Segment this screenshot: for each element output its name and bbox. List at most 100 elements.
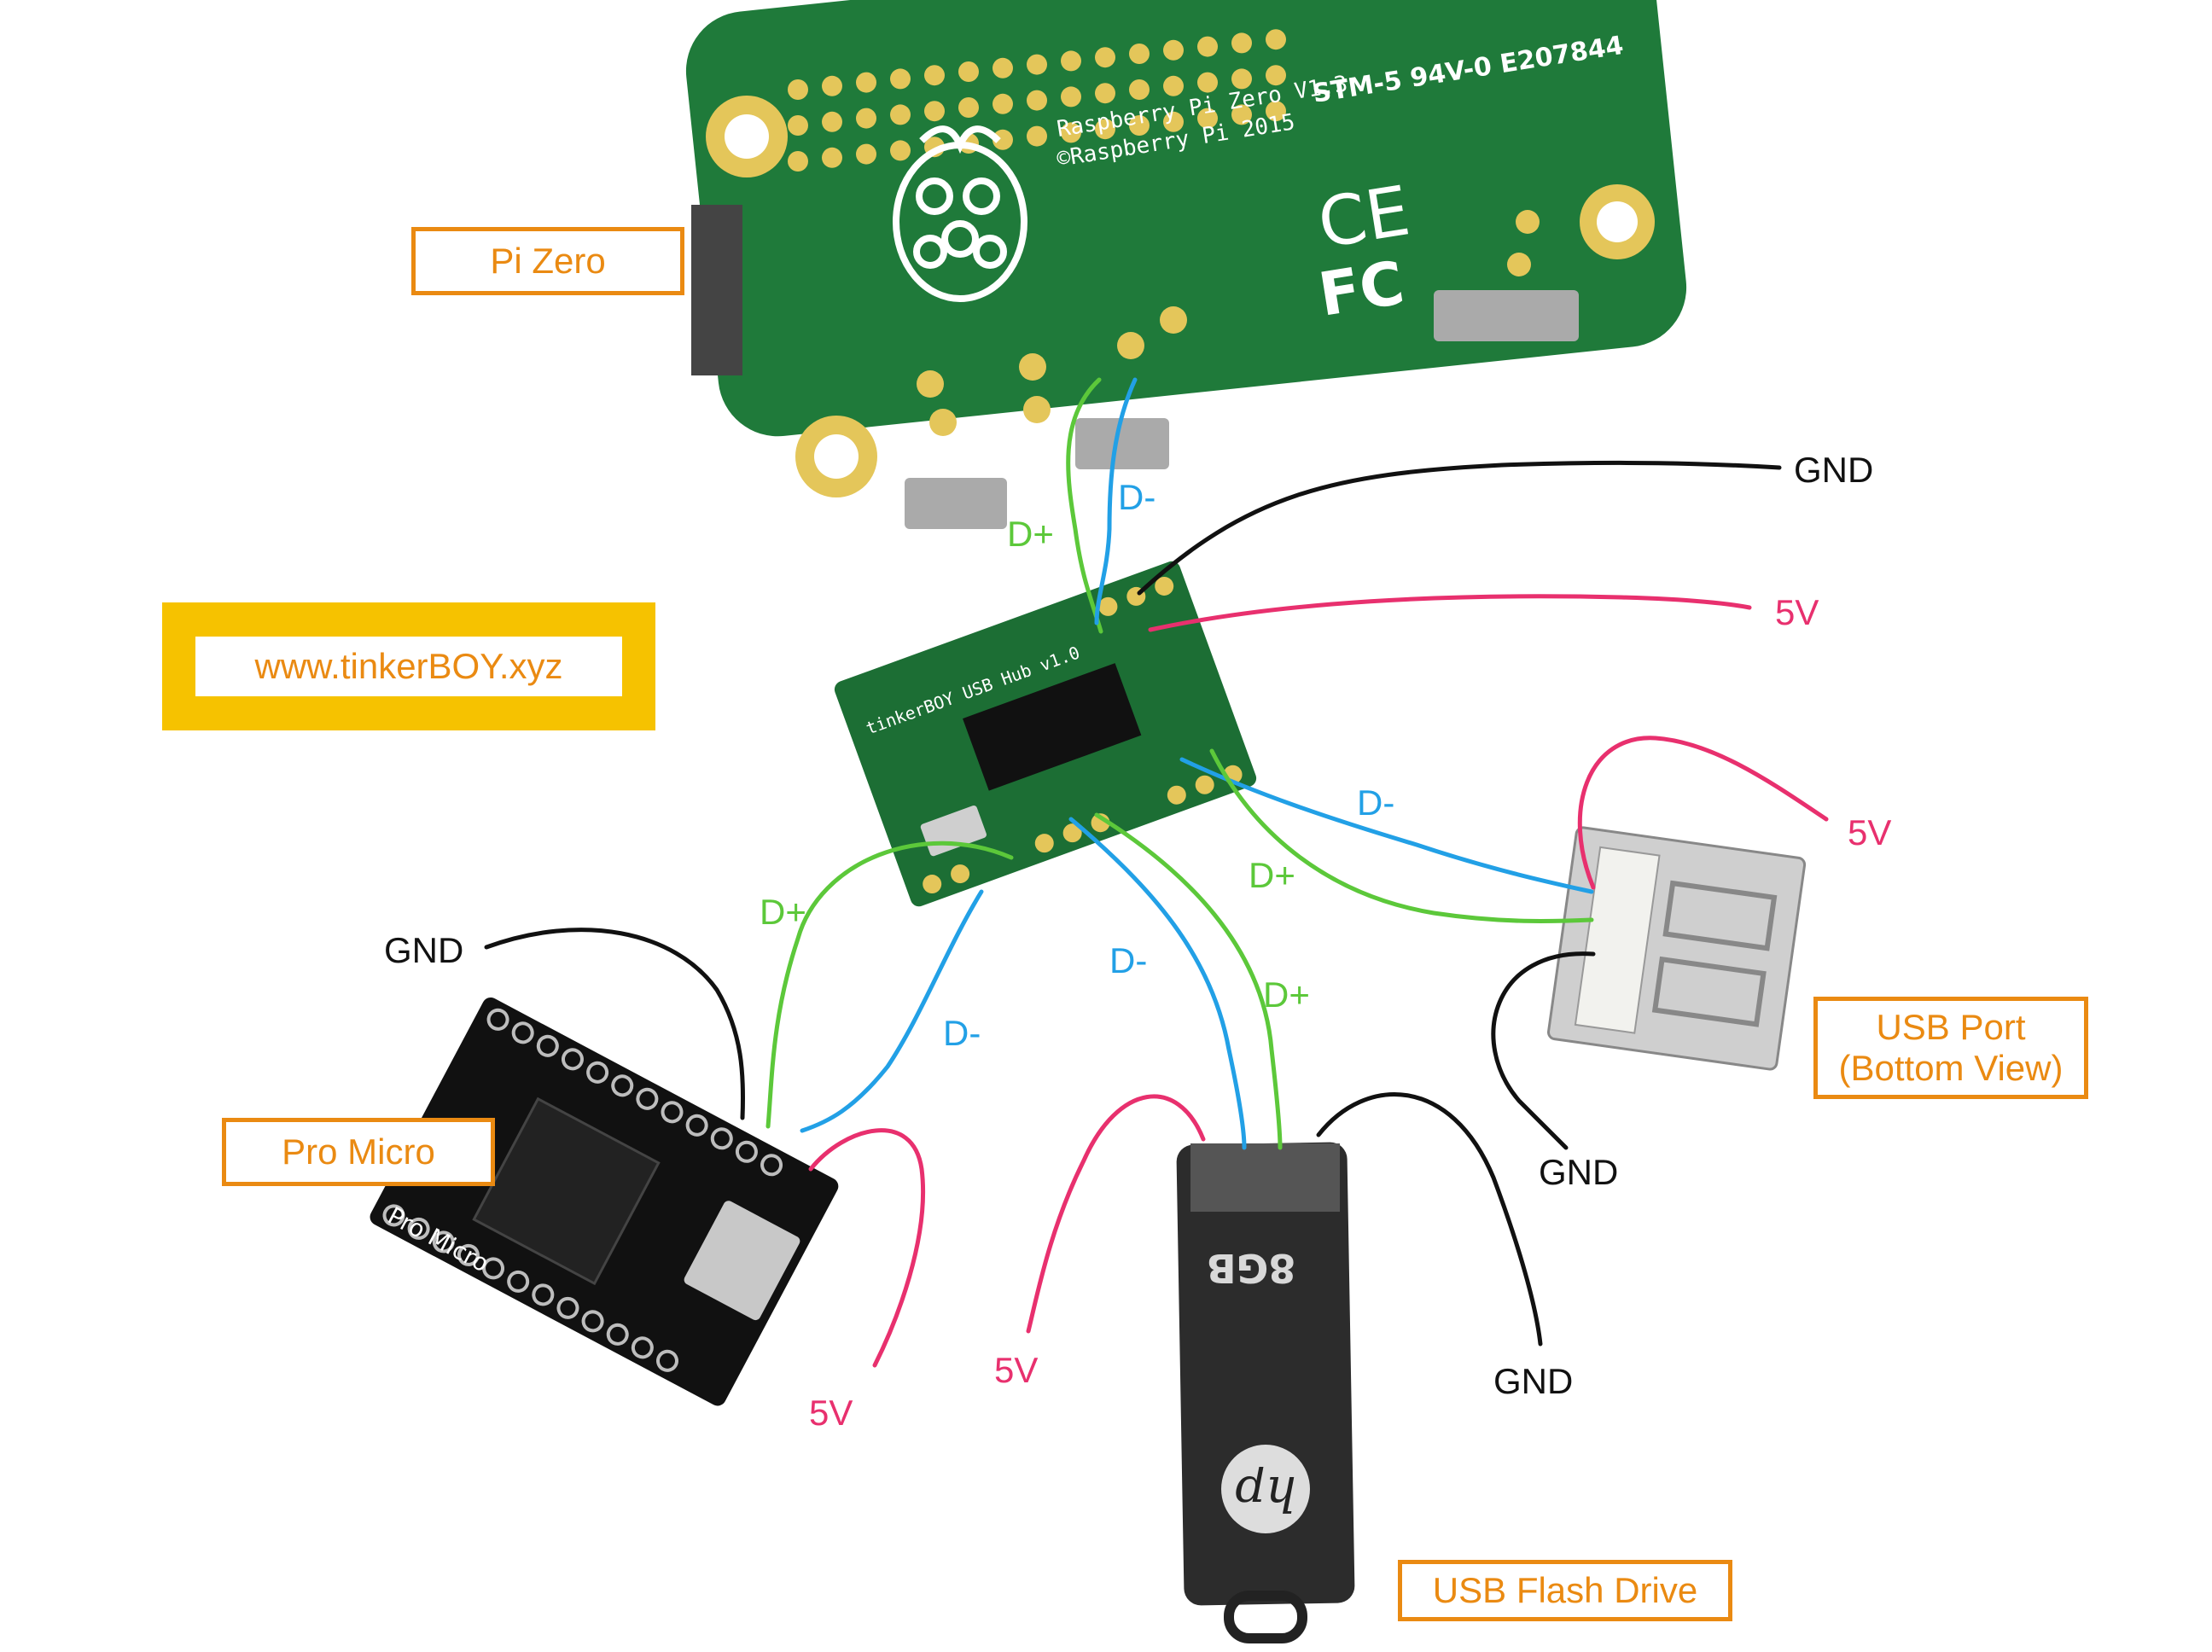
usb-port-component	[1547, 826, 1807, 1071]
pro-micro-pin	[586, 1061, 609, 1084]
gpio-pad	[958, 97, 979, 118]
pi-zero-board: Raspberry Pi Zero V1.3 ©Raspberry Pi 201…	[685, 0, 1687, 529]
gpio-pad	[1129, 115, 1150, 136]
usb-flash-drive: 8GB hp	[1176, 1142, 1355, 1643]
gpio-pad	[1197, 72, 1218, 93]
gpio-pad	[992, 57, 1013, 79]
pro-micro-pin	[661, 1101, 684, 1124]
gpio-pad	[1266, 101, 1286, 122]
pro-micro-pin	[511, 1021, 534, 1044]
website-banner: www.tinkerBOY.xyz	[162, 602, 655, 730]
gpio-pad	[890, 104, 911, 125]
label-flash-d-plus: D+	[1263, 974, 1310, 1015]
wire-top-gnd	[1137, 460, 1782, 596]
wire-port-d-plus	[1209, 748, 1594, 924]
gpio-pad	[1163, 111, 1184, 132]
pro-micro-pin	[457, 1243, 480, 1266]
gpio-pad	[992, 93, 1013, 114]
pro-micro-pin	[407, 1217, 430, 1240]
raspberry-pi-logo-icon	[893, 125, 1027, 302]
gpio-pad	[788, 115, 808, 136]
gpio-pad	[1231, 104, 1252, 125]
label-port-gnd: GND	[1539, 1152, 1618, 1192]
label-usb-flash-drive-text: USB Flash Drive	[1432, 1569, 1698, 1610]
wire-micro-d-plus	[765, 841, 1014, 1129]
hp-logo-icon	[1221, 1445, 1310, 1533]
wire-micro-d-minus	[800, 889, 984, 1133]
gpio-pad	[1027, 125, 1047, 147]
gpio-pad	[822, 75, 842, 96]
pro-micro-pin	[507, 1270, 530, 1293]
wire-pi-d-minus	[1094, 377, 1138, 625]
fcc-mark-icon: FC	[1314, 247, 1409, 330]
gpio-pad	[1061, 86, 1081, 108]
label-usb-port-line1: USB Port	[1876, 1006, 2026, 1047]
label-top-5v: 5V	[1775, 592, 1819, 632]
pro-micro-board: Pro Micro	[370, 997, 839, 1406]
wire-flash-gnd	[1316, 1092, 1543, 1347]
label-pro-micro-text: Pro Micro	[282, 1131, 435, 1172]
pi-usb-connector-2	[1075, 418, 1169, 469]
gpio-pad	[856, 143, 876, 165]
gpio-pad	[1095, 83, 1115, 104]
label-port-d-plus: D+	[1249, 855, 1295, 895]
gpio-pad	[1197, 108, 1218, 129]
pro-micro-pins	[382, 1008, 783, 1372]
website-link[interactable]: www.tinkerBOY.xyz	[195, 637, 622, 696]
hp-logo-text: hp	[1235, 1465, 1296, 1521]
hub-chip	[963, 663, 1142, 791]
pro-micro-pin	[556, 1296, 579, 1319]
gpio-pad	[856, 108, 876, 129]
gpio-pad	[1231, 32, 1252, 54]
gpio-pad	[1027, 90, 1047, 111]
pro-micro-chip	[472, 1096, 661, 1286]
pro-micro-pin	[631, 1336, 654, 1359]
label-port-d-minus: D-	[1357, 782, 1394, 823]
wire-micro-gnd	[484, 928, 746, 1120]
gpio-pad	[1095, 47, 1115, 68]
pro-micro-pin	[581, 1310, 604, 1333]
label-usb-port-line2: (Bottom View)	[1838, 1048, 2064, 1088]
gpio-pad	[958, 61, 979, 82]
label-pi-d-plus: D+	[1007, 514, 1054, 554]
label-micro-5v: 5V	[809, 1393, 853, 1433]
gpio-pad	[1061, 50, 1081, 72]
gpio-pad	[788, 79, 808, 100]
pi-usb-connector	[905, 478, 1007, 529]
pro-micro-pin	[382, 1204, 405, 1227]
flash-connector	[1190, 1143, 1340, 1212]
label-top-gnd: GND	[1794, 450, 1873, 490]
wire-port-d-minus	[1179, 757, 1594, 894]
label-micro-d-plus: D+	[760, 892, 806, 932]
label-micro-gnd: GND	[384, 930, 463, 970]
gpio-pad	[1129, 44, 1150, 64]
gpio-pad	[822, 111, 842, 132]
gpio-pad	[788, 151, 808, 172]
label-port-5v: 5V	[1848, 812, 1891, 852]
pro-micro-pin	[760, 1154, 783, 1177]
gpio-pad	[1163, 39, 1184, 61]
wire-pi-d-plus	[1066, 377, 1103, 634]
flash-capacity-text: 8GB	[1207, 1245, 1296, 1291]
flash-keyring-loop	[1224, 1591, 1307, 1643]
gpio-pad	[856, 72, 876, 93]
label-usb-flash-drive: USB Flash Drive	[1398, 1560, 1732, 1621]
gpio-pad	[1266, 29, 1286, 50]
pro-micro-pin	[606, 1323, 629, 1346]
gpio-pad	[924, 65, 945, 86]
pro-micro-pin	[710, 1127, 733, 1150]
ce-mark-icon: CE	[1313, 171, 1415, 264]
label-flash-d-minus: D-	[1109, 940, 1147, 980]
label-pi-zero: Pi Zero	[411, 227, 684, 295]
pro-micro-pin	[685, 1114, 708, 1137]
wire-micro-5v	[808, 1128, 926, 1368]
wire-port-5v	[1577, 736, 1829, 890]
label-pi-zero-text: Pi Zero	[490, 240, 606, 281]
pro-micro-pin	[536, 1034, 559, 1057]
gpio-pad	[822, 147, 842, 168]
label-pi-d-minus: D-	[1118, 477, 1155, 517]
pro-micro-pin	[486, 1008, 509, 1031]
label-usb-port: USB Port (Bottom View)	[1813, 997, 2088, 1099]
pro-micro-pin	[561, 1048, 584, 1071]
wire-flash-5v	[1026, 1094, 1206, 1334]
